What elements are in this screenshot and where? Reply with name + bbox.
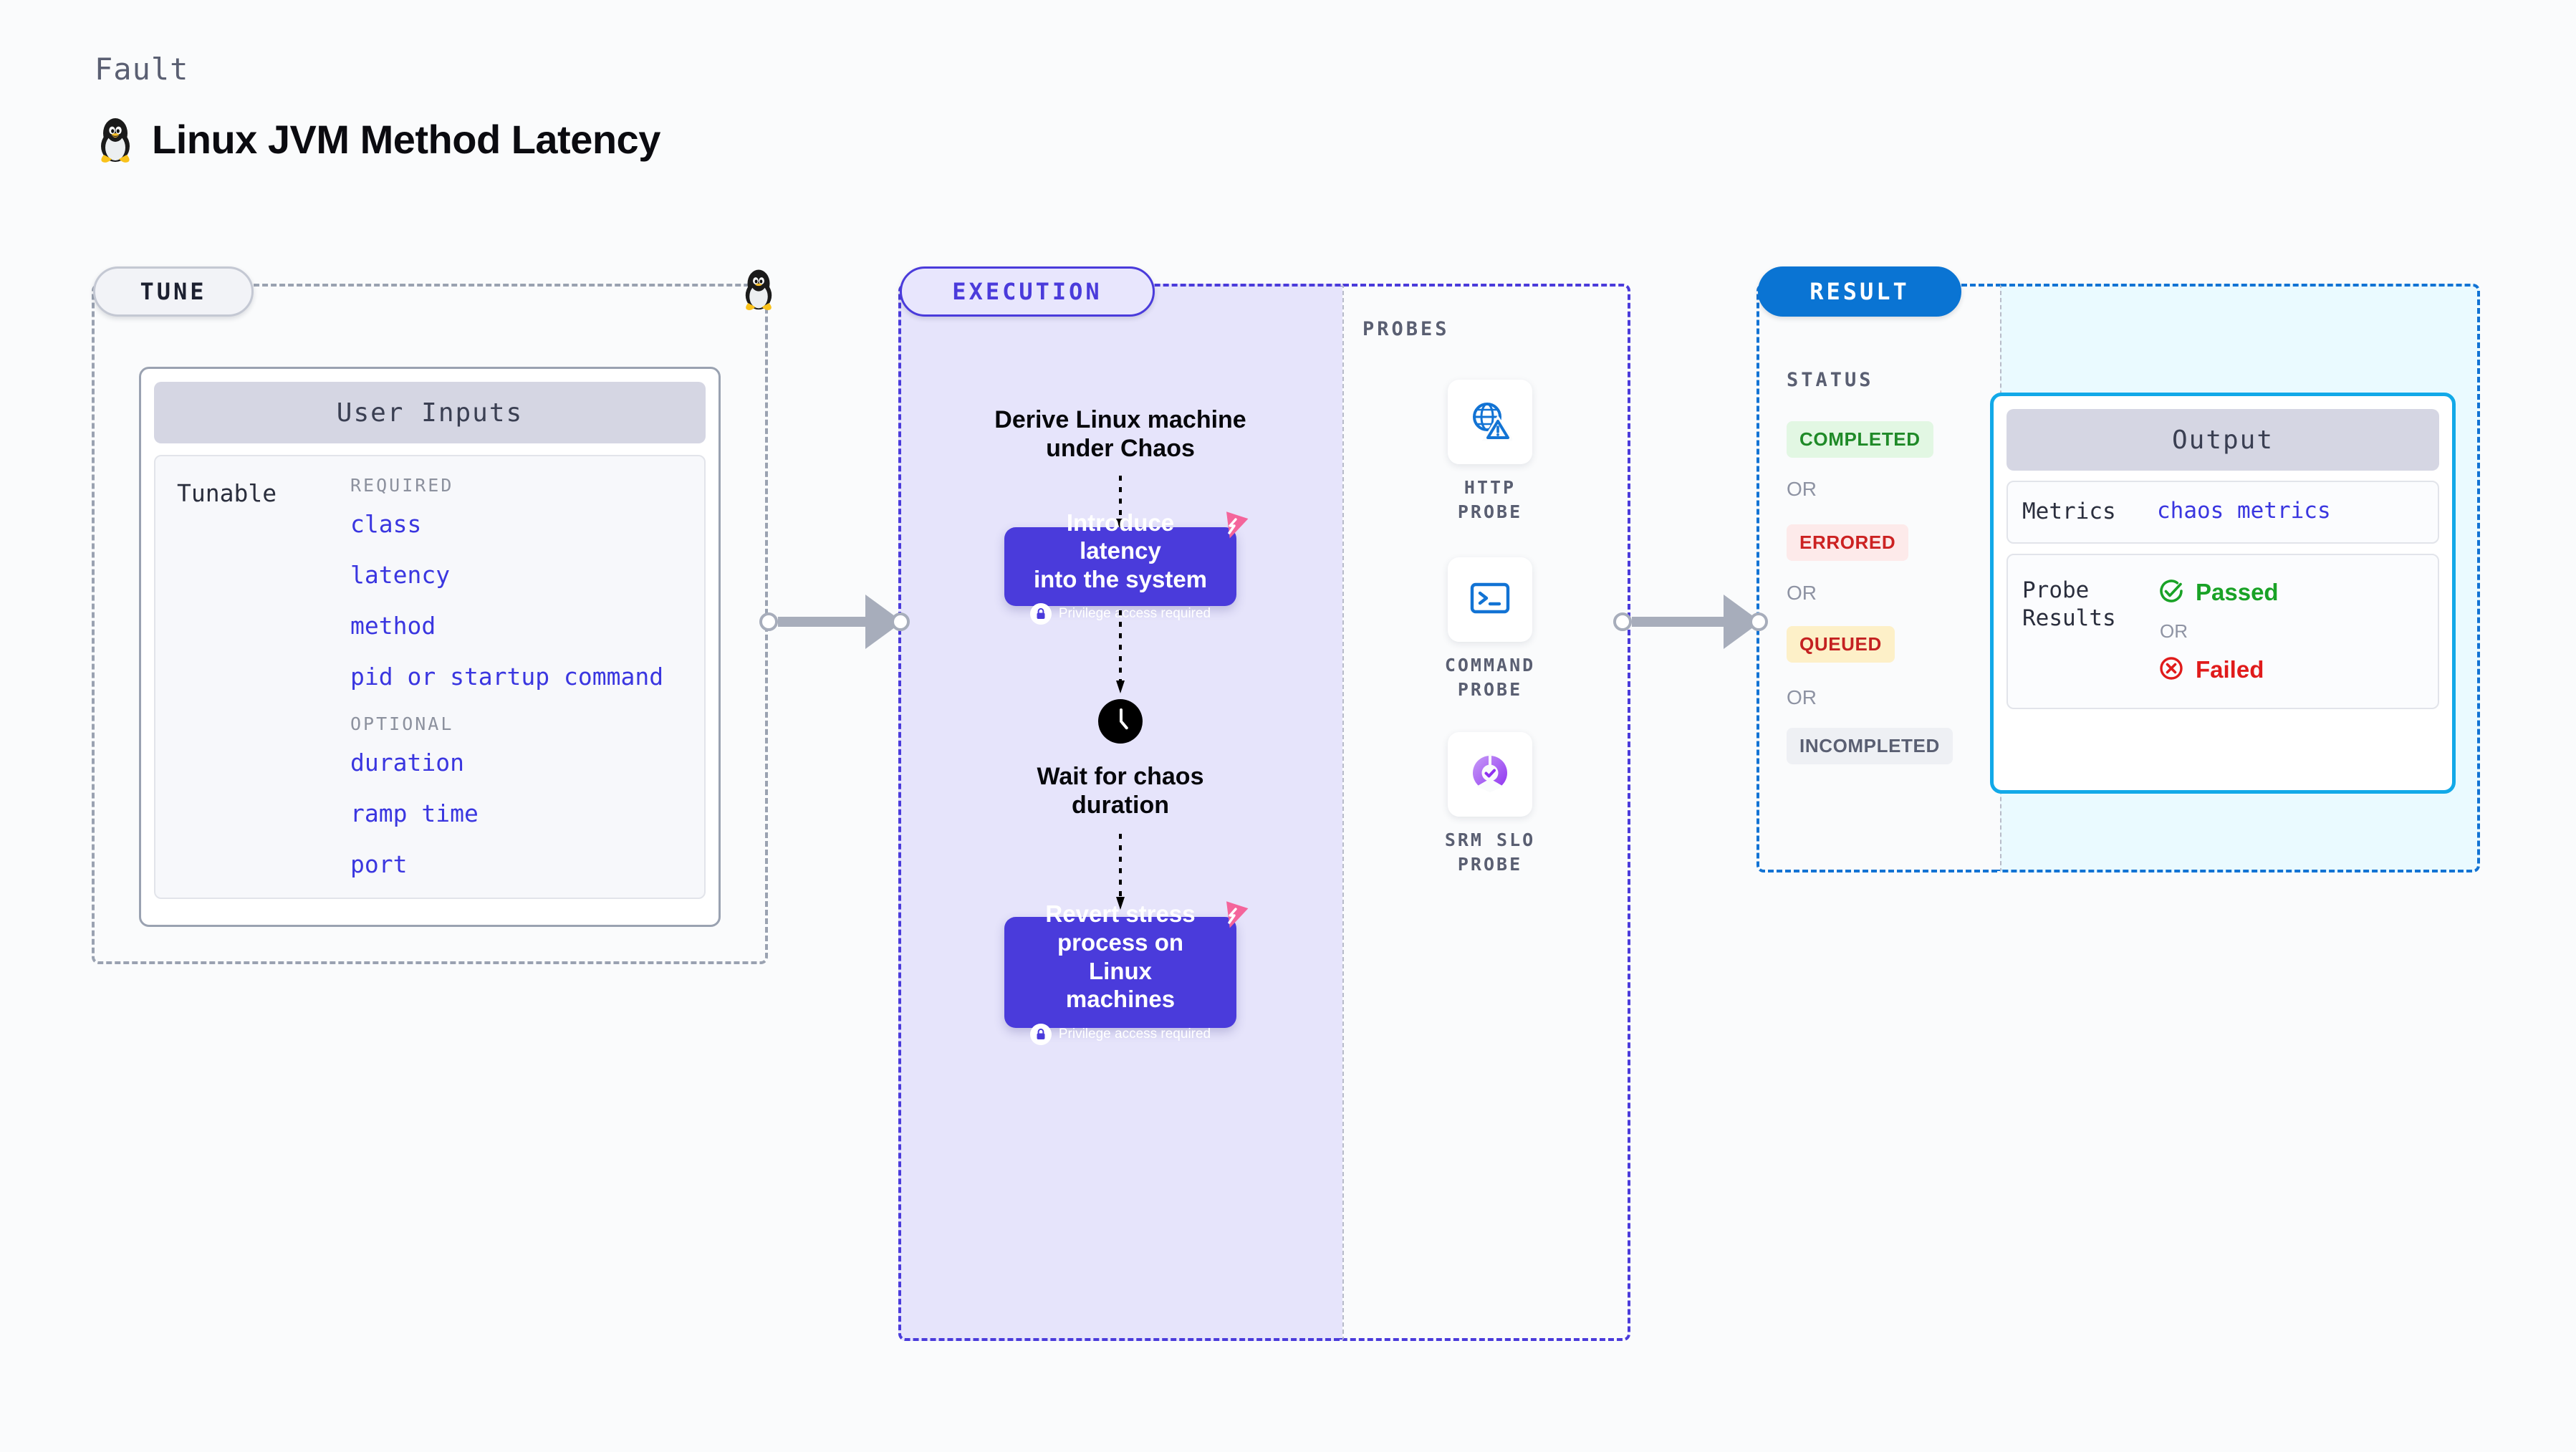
probe-command[interactable]: COMMAND PROBE	[1426, 557, 1554, 702]
execution-node1-title: Introduce latency into the system	[1033, 509, 1208, 592]
user-inputs-title: User Inputs	[154, 382, 706, 443]
linux-penguin-icon	[95, 115, 136, 163]
status-badge-incompleted: INCOMPLETED	[1787, 728, 1953, 764]
clock-icon	[1098, 699, 1143, 744]
connector-dot-right	[891, 612, 910, 631]
connector-dot-right	[1749, 612, 1768, 631]
output-metrics-value[interactable]: chaos metrics	[2157, 498, 2331, 524]
probe-result-failed-label: Failed	[2196, 656, 2264, 683]
execution-node-revert-stress[interactable]: Revert stress process on Linux machines …	[1004, 900, 1249, 1045]
tunable-list: REQUIRED class latency method pid or sta…	[350, 475, 688, 879]
probe-result-passed: Passed	[2157, 577, 2279, 609]
output-metrics-row: Metrics chaos metrics	[2007, 481, 2439, 544]
execution-flow: Derive Linux machine under Chaos Introdu…	[898, 284, 1342, 1341]
page-title-row: Linux JVM Method Latency	[95, 115, 660, 163]
status-or-2: OR	[1787, 582, 1817, 604]
slo-donut-check-icon	[1468, 751, 1512, 799]
probe-http[interactable]: HTTP PROBE	[1426, 380, 1554, 524]
tunable-item-class[interactable]: class	[350, 510, 422, 538]
lock-icon	[1029, 1023, 1052, 1045]
status-badge-errored: ERRORED	[1787, 524, 1909, 561]
probe-result-failed: Failed	[2157, 654, 2279, 686]
x-circle-icon	[2157, 654, 2186, 686]
execution-node2-privilege-row: Privilege access required	[1029, 1023, 1211, 1045]
status-badge-completed: COMPLETED	[1787, 421, 1933, 458]
status-badge-queued: QUEUED	[1787, 626, 1895, 663]
tunable-item-ramp-time[interactable]: ramp time	[350, 799, 479, 827]
output-card: Output Metrics chaos metrics Probe Resul…	[1990, 393, 2456, 794]
output-metrics-key: Metrics	[2022, 499, 2116, 524]
probe-result-passed-label: Passed	[2196, 579, 2279, 606]
connector-dot-left	[1613, 612, 1632, 631]
stage-pill-result[interactable]: RESULT	[1758, 266, 1961, 317]
output-probe-results-key: Probe Results	[2022, 577, 2116, 632]
flow-arrow-1	[1116, 476, 1125, 530]
terminal-icon	[1468, 577, 1512, 622]
lock-icon	[1029, 603, 1052, 625]
harness-mark-icon	[1216, 510, 1249, 547]
tune-linux-penguin-icon	[739, 266, 778, 314]
status-section-label: STATUS	[1787, 369, 1874, 391]
execution-node2-title: Revert stress process on Linux machines	[1045, 900, 1196, 1013]
tunable-group-heading-optional: OPTIONAL	[350, 713, 454, 734]
connector-dot-left	[759, 612, 778, 631]
execution-wait-label: Wait for chaos duration	[1037, 763, 1204, 819]
execution-node1-privilege-row: Privilege access required	[1029, 603, 1211, 625]
tunable-box: Tunable REQUIRED class latency method pi…	[154, 455, 706, 899]
probe-srm-slo[interactable]: SRM SLO PROBE	[1426, 732, 1554, 877]
fault-kicker: Fault	[95, 52, 189, 87]
execution-step-derive-label: Derive Linux machine under Chaos	[994, 406, 1246, 463]
probe-command-label: COMMAND PROBE	[1444, 655, 1536, 700]
harness-mark-icon	[1216, 900, 1249, 936]
tunable-item-latency[interactable]: latency	[350, 561, 451, 589]
connector-tune-to-execution	[759, 595, 910, 649]
output-probe-results-row: Probe Results Passed OR	[2007, 553, 2439, 709]
probe-srm-slo-tile	[1448, 732, 1532, 817]
tunable-item-method[interactable]: method	[350, 612, 436, 640]
stage-pill-tune[interactable]: TUNE	[93, 266, 254, 317]
connector-bar	[778, 617, 867, 627]
check-circle-icon	[2157, 577, 2186, 609]
probes-section-label: PROBES	[1363, 318, 1450, 340]
user-inputs-card: User Inputs Tunable REQUIRED class laten…	[139, 367, 721, 927]
execution-node-introduce-latency[interactable]: Introduce latency into the system Privil…	[1004, 509, 1249, 625]
output-card-title: Output	[2007, 409, 2439, 471]
tunable-row-label: Tunable	[177, 479, 277, 507]
status-or-3: OR	[1787, 686, 1817, 708]
connector-bar	[1632, 617, 1725, 627]
tunable-group-heading-required: REQUIRED	[350, 475, 454, 496]
flow-arrow-2	[1116, 610, 1125, 693]
probe-http-tile	[1448, 380, 1532, 464]
execution-stage-panel	[898, 284, 1342, 1341]
stage-pill-execution[interactable]: EXECUTION	[900, 266, 1155, 317]
probe-command-tile	[1448, 557, 1532, 642]
execution-node2-privilege-text: Privilege access required	[1058, 1026, 1211, 1042]
connector-execution-to-result	[1613, 595, 1768, 649]
tunable-item-duration[interactable]: duration	[350, 749, 464, 777]
output-probe-results-values: Passed OR Failed	[2157, 577, 2279, 686]
probe-http-label: HTTP PROBE	[1457, 477, 1523, 522]
page-title: Linux JVM Method Latency	[152, 116, 660, 162]
execution-node1-privilege-text: Privilege access required	[1058, 606, 1211, 622]
globe-warning-icon	[1468, 398, 1514, 446]
probe-result-or: OR	[2160, 620, 2188, 642]
flow-arrow-3	[1116, 834, 1125, 910]
probe-srm-slo-label: SRM SLO PROBE	[1444, 830, 1536, 875]
status-or-1: OR	[1787, 478, 1817, 500]
tunable-item-pid-or-startup-command[interactable]: pid or startup command	[350, 663, 664, 691]
tunable-item-port[interactable]: port	[350, 850, 408, 878]
